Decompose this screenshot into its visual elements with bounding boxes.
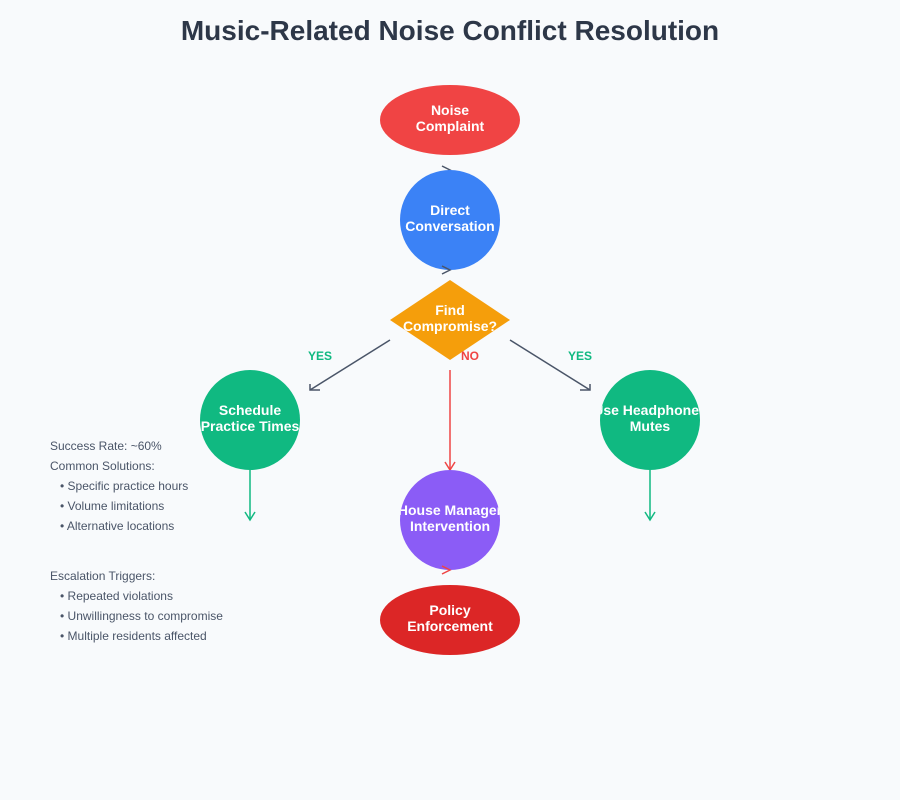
node-direct-conversation-line1: Direct bbox=[430, 202, 470, 218]
arrow-no-down bbox=[444, 370, 456, 472]
edge-label-yes-right: YES bbox=[568, 349, 592, 363]
node-use-headphones: Use Headphones Mutes bbox=[593, 370, 707, 470]
arrow-manager-to-enforcement bbox=[441, 565, 452, 575]
solution-item: • Volume limitations bbox=[60, 499, 164, 513]
node-find-compromise-shape bbox=[390, 280, 510, 360]
arrow-headphones-down bbox=[644, 470, 656, 522]
arrow-yes-right bbox=[509, 339, 591, 391]
node-schedule-practice-shape bbox=[200, 370, 300, 470]
arrow-schedule-down bbox=[244, 470, 256, 522]
node-policy-enforcement-line1: Policy bbox=[429, 602, 470, 618]
common-solutions-heading: Common Solutions: bbox=[50, 459, 155, 473]
arrow-yes-left bbox=[309, 339, 391, 391]
node-schedule-practice: Schedule Practice Times bbox=[200, 370, 300, 470]
solution-item: • Alternative locations bbox=[60, 519, 174, 533]
node-policy-enforcement-shape bbox=[380, 585, 520, 655]
node-schedule-practice-line1: Schedule bbox=[219, 402, 281, 418]
node-use-headphones-line1: Use Headphones bbox=[593, 402, 707, 418]
node-direct-conversation: Direct Conversation bbox=[400, 170, 500, 270]
node-policy-enforcement: Policy Enforcement bbox=[380, 585, 520, 655]
edge-label-no: NO bbox=[461, 349, 479, 363]
escalation-item: • Unwillingness to compromise bbox=[60, 609, 223, 623]
node-policy-enforcement-line2: Enforcement bbox=[407, 618, 493, 634]
node-use-headphones-line2: Mutes bbox=[630, 418, 671, 434]
node-noise-complaint-shape bbox=[380, 85, 520, 155]
node-noise-complaint-line1: Noise bbox=[431, 102, 469, 118]
escalation-item: • Multiple residents affected bbox=[60, 629, 207, 643]
success-notes: Success Rate: ~60% Common Solutions: • S… bbox=[50, 439, 188, 533]
node-find-compromise-line1: Find bbox=[435, 302, 465, 318]
escalation-triggers-heading: Escalation Triggers: bbox=[50, 569, 155, 583]
node-find-compromise: Find Compromise? bbox=[390, 280, 510, 360]
success-rate-text: Success Rate: ~60% bbox=[50, 439, 162, 453]
solution-item: • Specific practice hours bbox=[60, 479, 188, 493]
diagram-title: Music-Related Noise Conflict Resolution bbox=[181, 15, 719, 46]
node-use-headphones-shape bbox=[600, 370, 700, 470]
node-noise-complaint-line2: Complaint bbox=[416, 118, 485, 134]
node-direct-conversation-line2: Conversation bbox=[405, 218, 494, 234]
node-house-manager-line2: Intervention bbox=[410, 518, 490, 534]
escalation-notes: Escalation Triggers: • Repeated violatio… bbox=[50, 569, 223, 643]
node-house-manager-line1: House Manager bbox=[398, 502, 503, 518]
node-house-manager-shape bbox=[400, 470, 500, 570]
edge-label-yes-left: YES bbox=[308, 349, 332, 363]
node-house-manager: House Manager Intervention bbox=[398, 470, 503, 570]
arrow-conversation-to-compromise bbox=[441, 265, 452, 275]
node-direct-conversation-shape bbox=[400, 170, 500, 270]
escalation-item: • Repeated violations bbox=[60, 589, 173, 603]
node-find-compromise-line2: Compromise? bbox=[403, 318, 497, 334]
node-schedule-practice-line2: Practice Times bbox=[201, 418, 300, 434]
node-noise-complaint: Noise Complaint bbox=[380, 85, 520, 155]
